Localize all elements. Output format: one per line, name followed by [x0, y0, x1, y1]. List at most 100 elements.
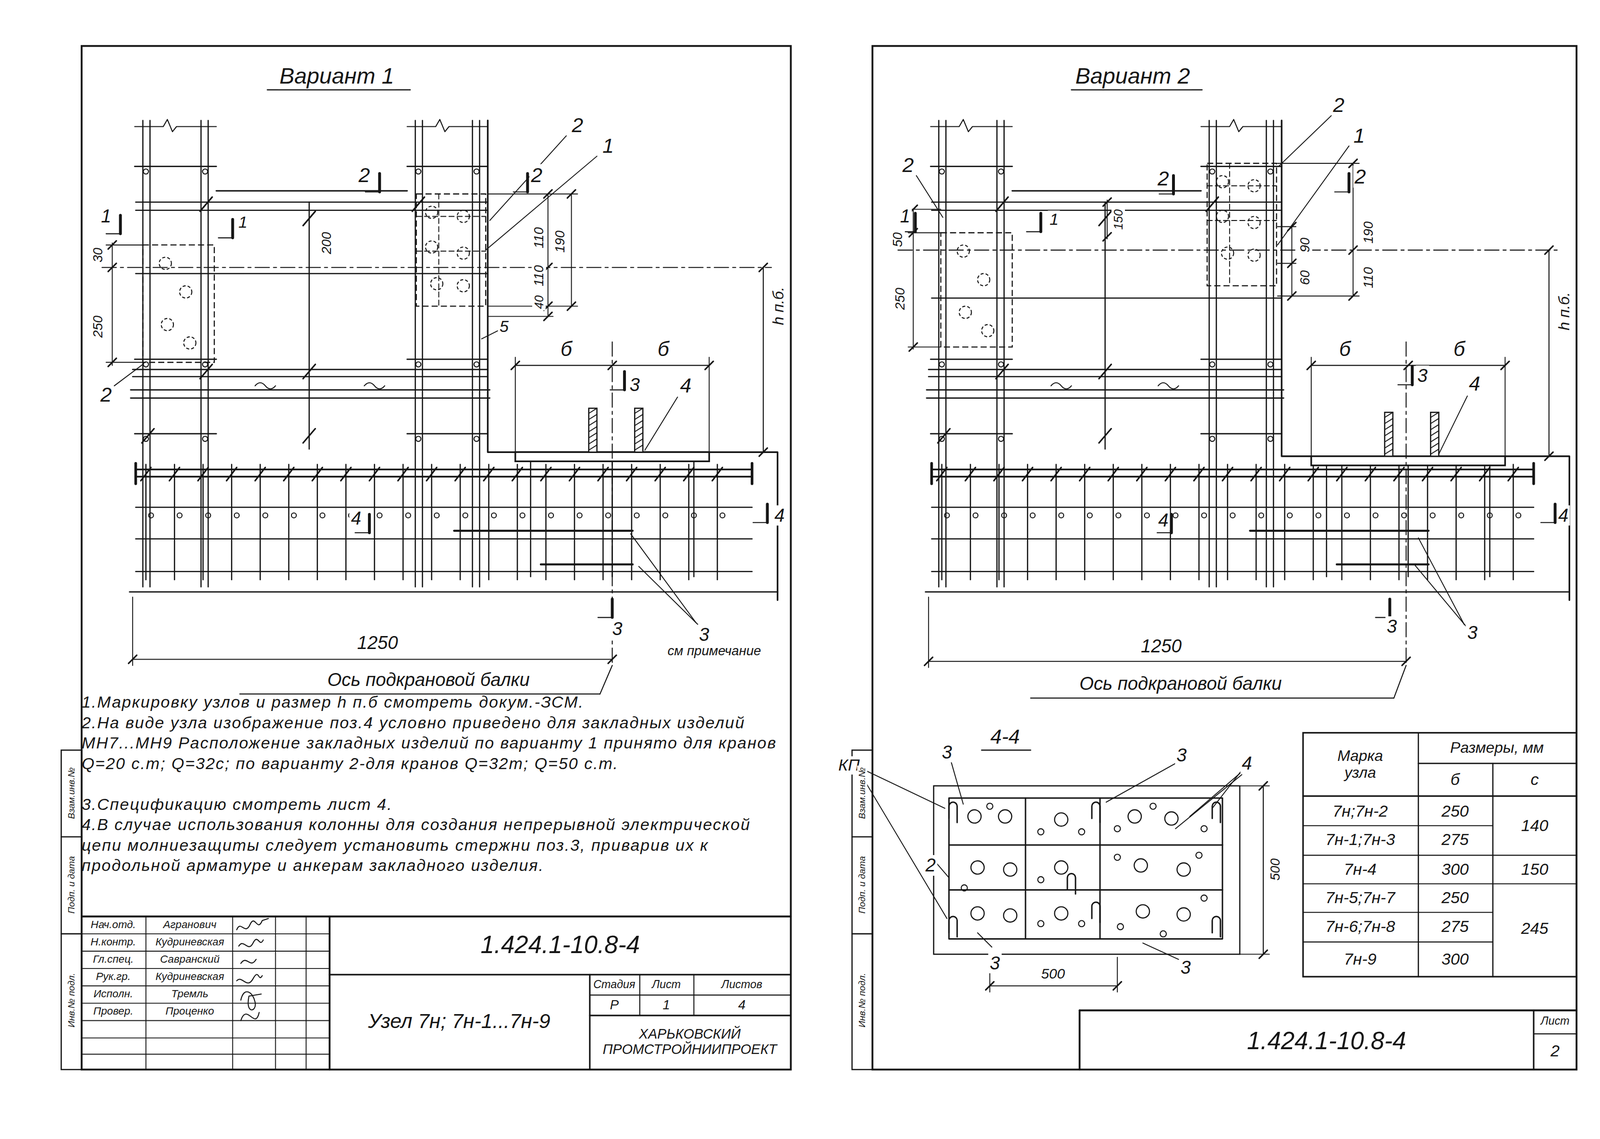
rebar-section	[425, 240, 438, 253]
drawing-line	[402, 464, 404, 580]
drawing-line	[931, 209, 1283, 211]
annotation-label: 3	[940, 742, 954, 763]
drawing-line	[1099, 211, 1112, 226]
annotation-label: 3.Спецификацию смотреть лист 4.	[81, 793, 786, 815]
annotation-label: 300	[1440, 950, 1471, 968]
drawing-line	[329, 973, 791, 976]
signature	[238, 939, 264, 947]
drawing-line	[416, 250, 486, 252]
drawing-line	[1402, 657, 1411, 666]
annotation-label: 250	[892, 286, 908, 312]
annotation-label: 200	[319, 230, 334, 256]
drawing-line	[941, 464, 943, 580]
drawing-line	[897, 249, 1557, 251]
annotation-label: 1.424.1-10.8-4	[1245, 1027, 1408, 1055]
drawing-line	[1039, 213, 1043, 232]
annotation-label: 110	[1361, 265, 1376, 290]
drawing-rect	[634, 408, 643, 452]
rebar-section	[457, 279, 470, 292]
drawing-line	[1407, 465, 1409, 577]
drawing-line	[1533, 1033, 1577, 1035]
rebar-section	[425, 206, 438, 219]
rebar-section	[1134, 858, 1148, 873]
drawing-line	[543, 312, 552, 321]
rebar-section	[977, 273, 990, 286]
break-line	[930, 119, 1013, 132]
drawing-line	[1508, 467, 1519, 481]
drawing-line	[977, 932, 992, 948]
annotation-label: б	[1337, 337, 1353, 361]
drawing-line	[108, 263, 117, 272]
rebar-section	[1003, 862, 1017, 877]
rebar-section	[205, 512, 211, 518]
drawing-line	[1430, 442, 1439, 449]
drawing-line	[1113, 981, 1122, 990]
rebar-section	[577, 512, 583, 518]
drawing-line	[61, 836, 82, 838]
drawing-line	[141, 428, 154, 443]
rebar-section	[1087, 512, 1093, 518]
drawing-line	[1287, 222, 1296, 231]
drawing-line	[693, 974, 695, 1016]
stirrup-hook	[1091, 902, 1100, 923]
annotation-label: 300	[1440, 860, 1471, 879]
rebar-section	[161, 318, 174, 331]
drawing-rect	[1384, 412, 1393, 456]
break-line	[255, 382, 276, 390]
drawing-line	[114, 364, 143, 387]
rebar-section	[1003, 908, 1017, 923]
drawing-line	[481, 330, 499, 339]
drawing-line	[1079, 467, 1090, 481]
signature	[240, 959, 257, 964]
annotation-label: Стадия	[591, 978, 637, 991]
drawing-line	[1079, 1009, 1577, 1012]
annotation-label: 3	[1416, 365, 1430, 386]
annotation-label: Взам.инв.№	[857, 765, 868, 821]
drawing-line	[1172, 175, 1175, 194]
rebar-section	[377, 512, 382, 518]
rebar-section	[491, 512, 497, 518]
annotation-label: 500	[1268, 856, 1283, 882]
drawing-line	[200, 120, 202, 587]
rebar-section	[463, 512, 468, 518]
annotation-label: 3	[610, 618, 624, 639]
rebar-section	[998, 809, 1013, 824]
rebar-section	[1037, 876, 1044, 883]
drawing-line	[1393, 467, 1405, 481]
drawing-line	[1194, 467, 1205, 481]
break-line	[1158, 382, 1179, 390]
drawing-line	[514, 357, 516, 453]
drawing-line	[914, 213, 917, 232]
annotation-label: 190	[552, 229, 568, 255]
drawing-line	[1287, 259, 1296, 268]
annotation-label: Лист	[1538, 1015, 1571, 1028]
rebar-section	[143, 169, 149, 175]
drawing-line	[513, 191, 528, 193]
drawing-line	[1272, 120, 1275, 587]
drawing-line	[1141, 464, 1143, 580]
annotation-label: 140	[1519, 816, 1551, 835]
drawing-line	[634, 414, 643, 420]
rebar-section	[1176, 862, 1191, 877]
annotation-label: Подп. и дата	[66, 854, 77, 916]
drawing-line	[631, 464, 633, 580]
drawing-line	[407, 433, 489, 435]
drawing-line	[316, 464, 318, 580]
annotation-label: 250	[1440, 889, 1471, 907]
drawing-line	[308, 202, 310, 450]
drawing-line	[1030, 697, 1394, 699]
rebar-section	[944, 512, 950, 518]
drawing-line	[1024, 797, 1026, 939]
rebar-section	[1268, 169, 1274, 175]
drawing-line	[1071, 89, 1203, 91]
drawing-line	[925, 591, 1570, 593]
drawing-line	[529, 461, 532, 577]
drawing-line	[1479, 467, 1490, 481]
drawing-line	[132, 376, 488, 378]
drawing-line	[197, 467, 208, 481]
drawing-line	[1175, 774, 1242, 829]
drawing-line	[130, 389, 490, 391]
drawing-line	[937, 428, 950, 443]
drawing-line	[1142, 942, 1179, 960]
